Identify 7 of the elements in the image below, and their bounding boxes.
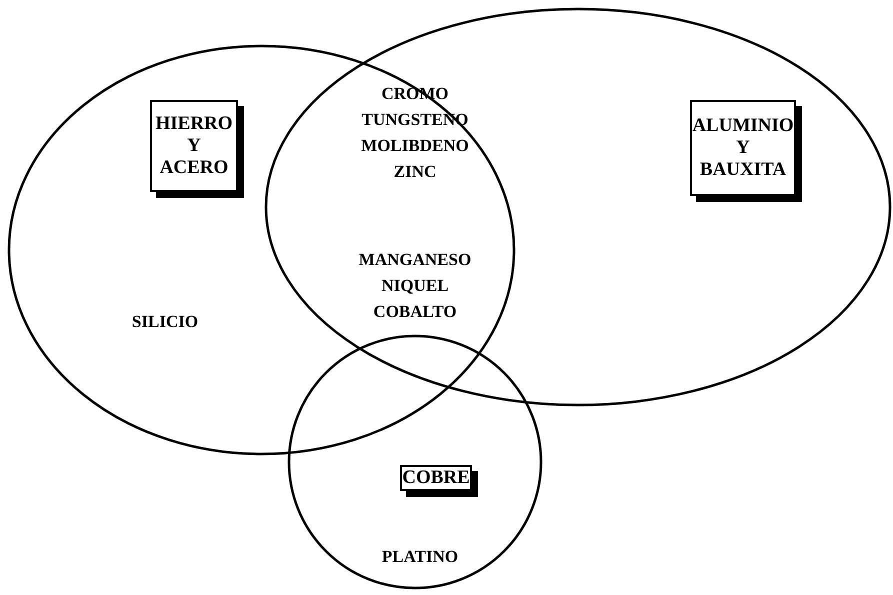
element-label: PLATINO xyxy=(382,547,458,567)
element-label: SILICIO xyxy=(132,312,198,332)
element-label: NIQUEL xyxy=(381,276,449,296)
element-label: MOLIBDENO xyxy=(361,136,469,156)
element-label: MANGANESO xyxy=(358,250,472,270)
element-label: ZINC xyxy=(394,162,436,182)
element-label: COBALTO xyxy=(373,302,457,322)
